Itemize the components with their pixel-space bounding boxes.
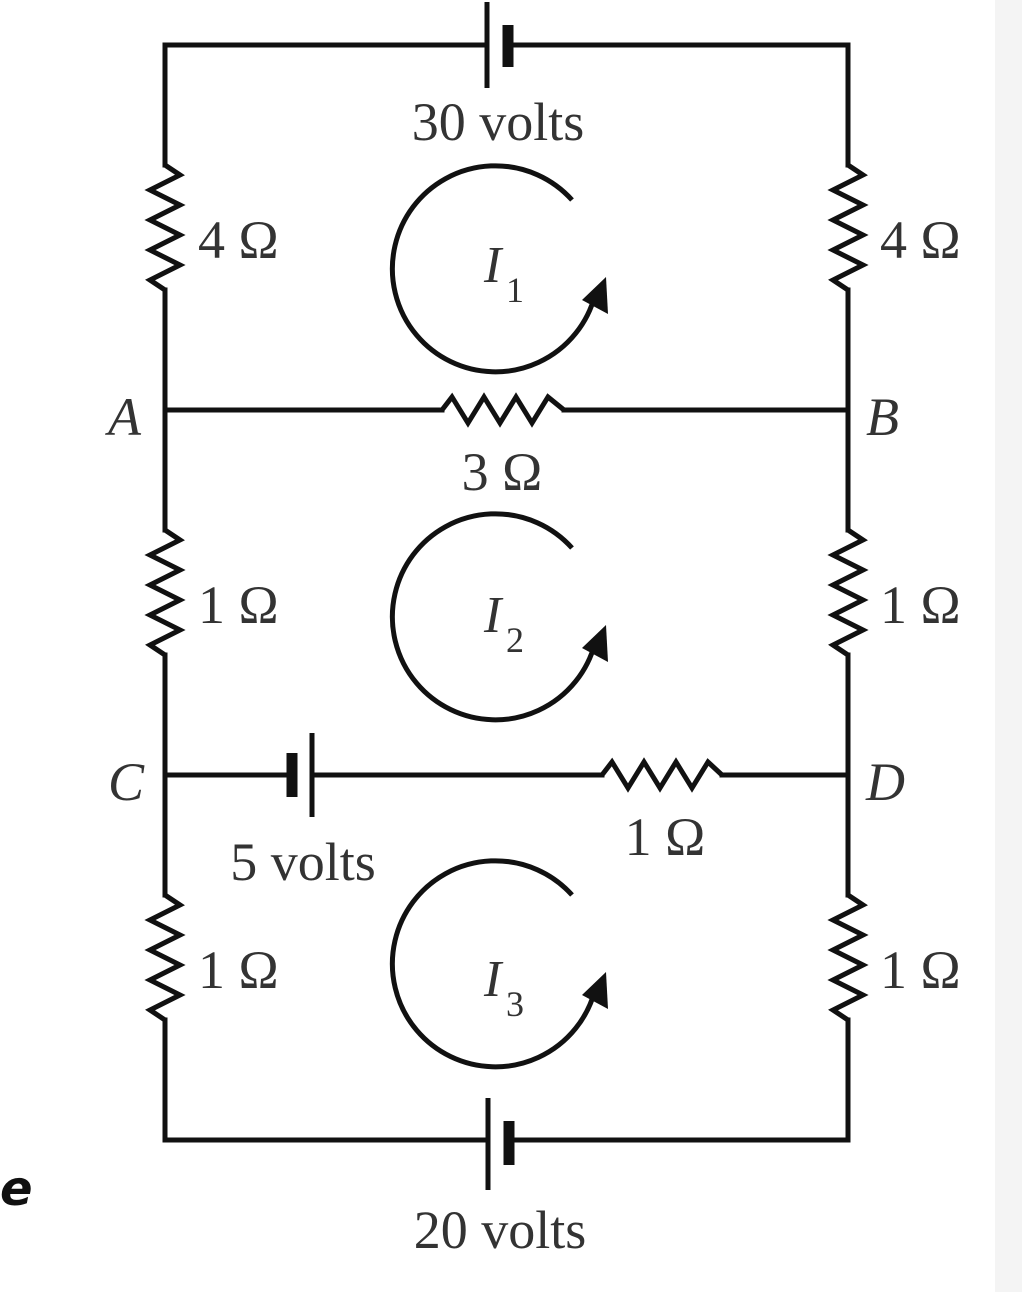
battery-5v	[286, 733, 315, 817]
node-a-label: A	[105, 387, 142, 447]
loop-i1-subscript: 1	[506, 270, 524, 310]
resistor-ab	[440, 392, 566, 428]
loop-current-i3	[389, 858, 608, 1070]
resistor-top-left-label: 4 Ω	[198, 210, 279, 270]
resistor-mid-right	[827, 527, 869, 658]
loop-i1-symbol: I	[483, 237, 504, 294]
resistor-cd-label: 1 Ω	[625, 807, 706, 867]
battery-30v	[484, 2, 514, 88]
resistor-top-right	[827, 162, 869, 293]
battery-5v-label: 5 volts	[230, 832, 376, 892]
resistor-top-right-label: 4 Ω	[880, 210, 961, 270]
node-c-label: C	[108, 752, 145, 812]
resistor-bottom-left	[144, 892, 186, 1023]
loop-i3-symbol: I	[483, 951, 504, 1008]
loop-current-i2	[389, 511, 608, 723]
loop-i2-symbol: I	[483, 587, 504, 644]
resistor-mid-left	[144, 527, 186, 658]
resistor-bottom-right-label: 1 Ω	[880, 940, 961, 1000]
resistor-bottom-left-label: 1 Ω	[198, 940, 279, 1000]
loop-i3-subscript: 3	[506, 984, 524, 1024]
top-branch	[162, 42, 851, 168]
resistor-top-left	[144, 162, 186, 293]
resistor-cd	[600, 757, 724, 793]
right-margin-strip	[995, 0, 1022, 1292]
battery-30v-label: 30 volts	[412, 92, 585, 152]
resistor-mid-left-label: 1 Ω	[198, 575, 279, 635]
resistor-mid-right-label: 1 Ω	[880, 575, 961, 635]
battery-20v	[485, 1098, 515, 1190]
loop-i2-subscript: 2	[506, 620, 524, 660]
node-d-label: D	[865, 752, 905, 812]
loop-current-i1	[389, 163, 608, 375]
resistor-ab-label: 3 Ω	[462, 442, 543, 502]
resistor-bottom-right	[827, 892, 869, 1023]
battery-20v-label: 20 volts	[414, 1200, 587, 1260]
edge-text-fragment: e	[0, 1161, 33, 1217]
node-b-label: B	[866, 387, 899, 447]
